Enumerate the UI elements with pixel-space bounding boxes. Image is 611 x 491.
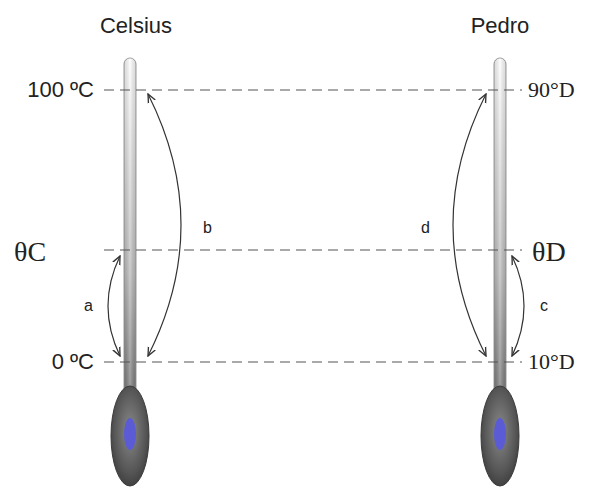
- scale-name: Celsius: [100, 15, 172, 37]
- interval-letter: b: [203, 220, 212, 236]
- interval-arrow: [148, 94, 181, 356]
- dashed-line: [104, 361, 522, 362]
- interval-arrow: [512, 256, 524, 356]
- interval-letter: c: [540, 298, 548, 314]
- bulb-liquid: [124, 418, 136, 450]
- scale-name: Pedro: [471, 15, 530, 37]
- pedro-thermometer: [481, 58, 519, 486]
- fixed-point-value: 100 ºC: [27, 79, 94, 101]
- fixed-point-value: 90°D: [528, 79, 575, 101]
- dashed-line: [104, 89, 522, 90]
- thermometer-bulb: [481, 386, 519, 486]
- thermometer-bulb: [111, 386, 149, 486]
- interval-arrows: [108, 94, 524, 356]
- fixed-point-value: 0 ºC: [52, 351, 94, 373]
- dashed-line: [104, 249, 522, 250]
- fixed-point-value: 10°D: [528, 351, 575, 373]
- interval-arrow: [108, 256, 120, 356]
- interval-letter: a: [84, 298, 93, 314]
- interval-letter: d: [421, 220, 430, 236]
- celsius-thermometer: [111, 58, 149, 486]
- interval-arrow: [453, 94, 486, 356]
- temperature-symbol: θD: [532, 238, 566, 266]
- temperature-symbol: θC: [14, 238, 46, 266]
- reference-lines: [104, 90, 522, 362]
- bulb-liquid: [494, 418, 506, 450]
